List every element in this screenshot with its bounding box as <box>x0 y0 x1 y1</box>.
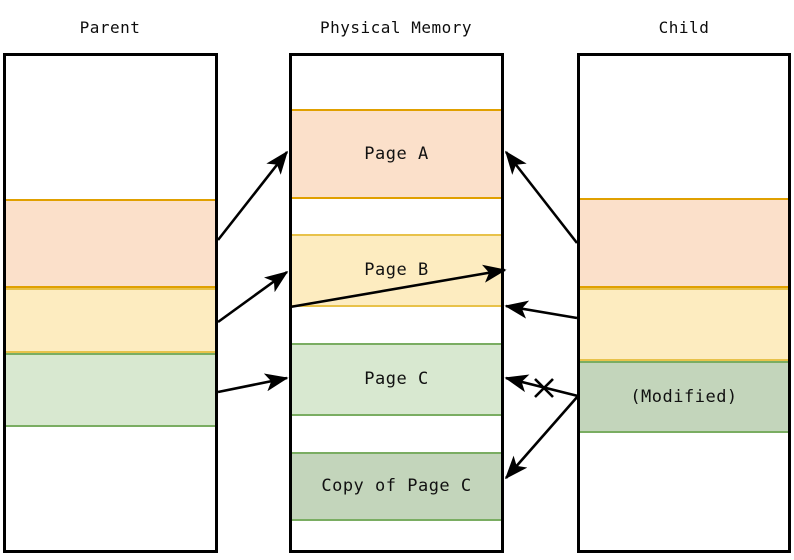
physmem-copy-of-page-c-band: Copy of Page C <box>292 452 501 521</box>
blocked-write-x-mark <box>534 378 554 398</box>
child-modified-band: (Modified) <box>580 361 788 433</box>
physmem-copy-of-page-c-band-label: Copy of Page C <box>321 476 472 496</box>
parent-page-c-band <box>6 353 215 427</box>
child-column-title: Child <box>658 18 710 37</box>
arrow-child-to-page-a <box>504 150 579 244</box>
physmem-page-a-band: Page A <box>292 109 501 199</box>
parent-column-title: Parent <box>79 18 141 37</box>
arrow-parent-to-page-b <box>217 270 289 324</box>
arrow-child-to-page-c-blocked <box>504 374 579 398</box>
physmem-page-a-band-label: Page A <box>364 143 429 164</box>
physmem-page-b-band-label: Page B <box>364 260 429 280</box>
physmem-page-c-band: Page C <box>292 343 501 416</box>
physical-memory-column-title: Physical Memory <box>320 18 472 37</box>
child-page-a-band <box>580 198 788 288</box>
child-modified-band-label: (Modified) <box>630 386 738 407</box>
arrow-parent-to-page-c <box>217 373 289 394</box>
child-page-b-band <box>580 288 788 361</box>
parent-page-b-band <box>6 288 215 353</box>
physmem-page-c-band-label: Page C <box>364 369 429 389</box>
physmem-page-b-band: Page B <box>292 234 501 307</box>
arrow-child-to-page-b <box>504 300 578 320</box>
parent-page-a-band <box>6 199 215 288</box>
arrow-parent-to-page-a <box>216 150 289 241</box>
arrow-child-to-copy-of-page-c <box>504 395 579 480</box>
